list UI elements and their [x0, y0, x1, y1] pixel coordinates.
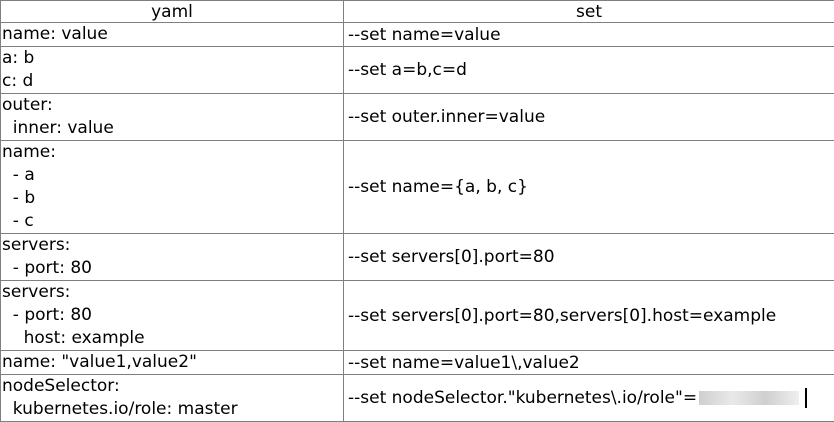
set-text: --set name=value1\,value2 [348, 353, 580, 373]
set-text: --set name=value [348, 25, 501, 45]
yaml-line: servers: [2, 234, 343, 257]
yaml-line: inner: value [2, 117, 343, 140]
table-row: name: "value1,value2"--set name=value1\,… [1, 351, 834, 375]
set-text: --set servers[0].port=80,servers[0].host… [348, 306, 776, 326]
yaml-cell: name: value [1, 23, 344, 47]
set-cell: --set servers[0].port=80,servers[0].host… [344, 281, 834, 351]
yaml-line: - port: 80 [2, 304, 343, 327]
set-text: --set nodeSelector."kubernetes\.io/role"… [348, 388, 697, 408]
text-cursor [805, 388, 807, 408]
set-text: --set name={a, b, c} [348, 177, 528, 197]
table-row: name: - a - b - c--set name={a, b, c} [1, 141, 834, 234]
table-row: outer: inner: value--set outer.inner=val… [1, 94, 834, 141]
yaml-line: - b [2, 187, 343, 210]
yaml-cell: servers: - port: 80 [1, 234, 344, 281]
yaml-cell: servers: - port: 80 host: example [1, 281, 344, 351]
set-cell: --set outer.inner=value [344, 94, 834, 141]
table-row: nodeSelector: kubernetes.io/role: master… [1, 375, 834, 422]
yaml-cell: nodeSelector: kubernetes.io/role: master [1, 375, 344, 422]
table-row: servers: - port: 80--set servers[0].port… [1, 234, 834, 281]
yaml-line: - a [2, 164, 343, 187]
set-cell: --set servers[0].port=80 [344, 234, 834, 281]
yaml-cell: name: - a - b - c [1, 141, 344, 234]
set-text: --set outer.inner=value [348, 107, 545, 127]
yaml-line: name: [2, 141, 343, 164]
yaml-line: name: value [2, 23, 343, 46]
yaml-line: a: b [2, 47, 343, 70]
yaml-cell: name: "value1,value2" [1, 351, 344, 375]
yaml-line: kubernetes.io/role: master [2, 398, 343, 421]
set-cell: --set name={a, b, c} [344, 141, 834, 234]
header-yaml: yaml [1, 1, 344, 23]
yaml-line: name: "value1,value2" [2, 351, 343, 374]
set-cell: --set name=value1\,value2 [344, 351, 834, 375]
yaml-line: - port: 80 [2, 257, 343, 280]
header-set: set [344, 1, 834, 23]
table-row: name: value--set name=value [1, 23, 834, 47]
yaml-line: outer: [2, 94, 343, 117]
redacted-value [699, 391, 799, 405]
set-cell: --set name=value [344, 23, 834, 47]
set-text: --set a=b,c=d [348, 60, 467, 80]
yaml-cell: outer: inner: value [1, 94, 344, 141]
set-cell: --set a=b,c=d [344, 47, 834, 94]
header-row: yaml set [1, 1, 834, 23]
yaml-line: - c [2, 210, 343, 233]
set-cell: --set nodeSelector."kubernetes\.io/role"… [344, 375, 834, 422]
yaml-line: servers: [2, 281, 343, 304]
set-text: --set servers[0].port=80 [348, 247, 555, 267]
yaml-line: nodeSelector: [2, 375, 343, 398]
yaml-line: host: example [2, 327, 343, 350]
yaml-line: c: d [2, 70, 343, 93]
table-row: servers: - port: 80 host: example--set s… [1, 281, 834, 351]
